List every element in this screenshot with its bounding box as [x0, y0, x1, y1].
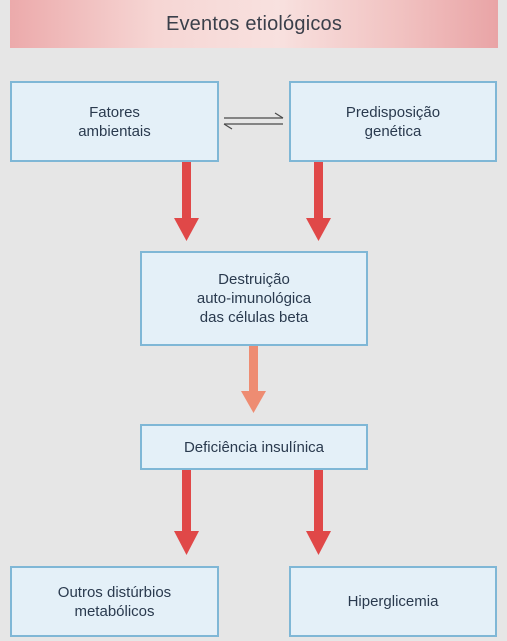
node-fatores-ambientais: Fatores ambientais — [10, 81, 219, 162]
arrow-predisposicao-to-destruicao — [306, 162, 331, 241]
node-hiperglicemia: Hiperglicemia — [289, 566, 497, 637]
node-outros-disturbios: Outros distúrbios metabólicos — [10, 566, 219, 637]
node-deficiencia-insulinica: Deficiência insulínica — [140, 424, 368, 470]
diagram-title: Eventos etiológicos — [10, 0, 498, 48]
node-destruicao-autoimune: Destruição auto-imunológica das células … — [140, 251, 368, 346]
arrow-fatores-to-destruicao — [174, 162, 199, 241]
arrow-deficiencia-to-outros — [174, 470, 199, 555]
arrow-deficiencia-to-hiperglicemia — [306, 470, 331, 555]
arrow-destruicao-to-deficiencia — [241, 346, 266, 413]
node-predisposicao-genetica: Predisposição genética — [289, 81, 497, 162]
bidirectional-arrow — [223, 112, 284, 130]
